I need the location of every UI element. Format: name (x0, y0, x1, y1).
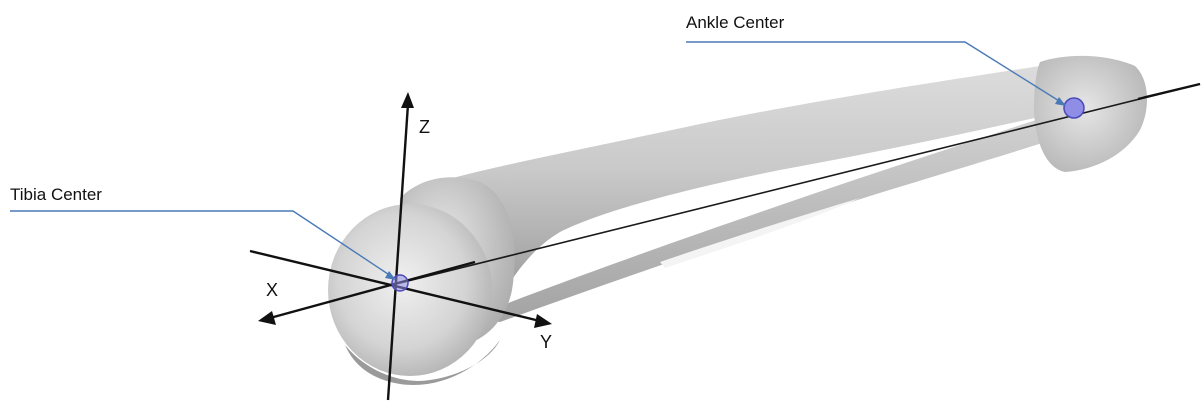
interosseous-gap (660, 198, 860, 268)
distal-end (1034, 56, 1147, 172)
tibia-center-marker (392, 275, 408, 291)
x-axis-arrowhead (258, 311, 276, 325)
z-axis-label: Z (419, 117, 430, 138)
y-axis-label: Y (540, 332, 552, 353)
ankle-center-marker (1064, 98, 1084, 118)
axis-extension (1138, 84, 1200, 99)
y-axis-arrowhead (534, 314, 552, 328)
bone-model (328, 56, 1147, 385)
tibia-center-label: Tibia Center (10, 185, 102, 205)
z-axis-arrowhead (401, 92, 414, 108)
x-axis-label: X (266, 280, 278, 301)
ankle-center-label: Ankle Center (686, 13, 784, 33)
